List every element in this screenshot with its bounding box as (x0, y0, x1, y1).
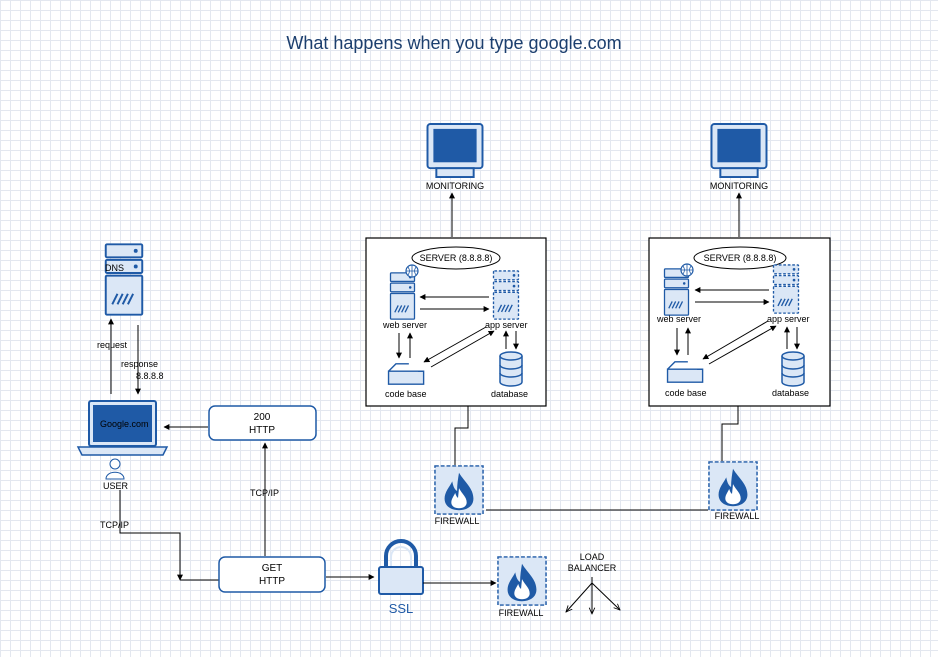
server-1: MONITORING SERVER (8.8.8.8) web server a… (365, 123, 547, 407)
server-1-name-ellipse (411, 246, 501, 270)
load-balancer-icon (566, 577, 620, 614)
get-method-label: GET (262, 563, 283, 574)
server2-firewall-label: FIREWALL (715, 511, 760, 521)
laptop: Google.com (76, 400, 169, 456)
ssl-label: SSL (389, 601, 414, 616)
request-label: request (97, 340, 128, 350)
dns-ip-label: 8.8.8.8 (136, 371, 164, 381)
dns-label: DNS (105, 263, 124, 273)
database-2-label: database (772, 388, 809, 398)
user-to-get-connector (119, 490, 183, 581)
response-code-label: 200 (254, 412, 271, 423)
dns-server-icon (104, 243, 144, 316)
app-server-1-icon (492, 270, 520, 320)
laptop-keyboard (76, 446, 169, 456)
load-balancer-label-1: LOAD (580, 552, 605, 562)
app-server-2-icon (772, 264, 800, 314)
codebase-to-app-1-arrow (430, 330, 495, 368)
server1-firewall-icon (434, 465, 484, 515)
server-1-name: SERVER (8.8.8.8) (420, 253, 493, 263)
code-base-2-label: code base (665, 388, 707, 398)
server2-firewall-icon (708, 461, 758, 511)
page-title: What happens when you type google.com (286, 33, 622, 53)
web-server-1-label: web server (382, 320, 427, 330)
laptop-screen (93, 405, 152, 442)
app-to-codebase-1-arrow (423, 326, 487, 363)
monitoring-2-label: MONITORING (710, 181, 768, 191)
firewall2-to-server2-line (721, 406, 739, 461)
laptop-screen-text: Google.com (100, 419, 149, 429)
dns-server: DNS (104, 243, 144, 316)
database-1-icon (499, 351, 523, 387)
monitoring-1-icon (426, 123, 484, 178)
entry-firewall-icon (497, 556, 547, 606)
database-2-icon (781, 351, 805, 387)
code-base-1-label: code base (385, 389, 427, 399)
app-server-2-label: app server (767, 314, 810, 324)
codebase-to-app-2-arrow (708, 325, 777, 365)
server-2-name-ellipse (693, 246, 787, 270)
user-label: USER (103, 481, 129, 491)
firewall1-to-server1-line (454, 406, 469, 465)
server1-firewall-label: FIREWALL (435, 516, 480, 526)
tcp-ip-get-label: TCP/IP (250, 488, 279, 498)
tcp-ip-user-label: TCP/IP (100, 520, 129, 530)
app-to-codebase-2-arrow (702, 320, 769, 360)
response-http-box: 200 HTTP (208, 405, 317, 441)
load-balancer-label-2: BALANCER (568, 563, 617, 573)
monitoring-1-label: MONITORING (426, 181, 484, 191)
server-2-name: SERVER (8.8.8.8) (704, 253, 777, 263)
get-proto-label: HTTP (259, 576, 285, 587)
server-2: MONITORING SERVER (8.8.8.8) web server a… (648, 123, 831, 407)
web-server-1-icon (389, 272, 416, 320)
database-1-label: database (491, 389, 528, 399)
user-icon (105, 458, 125, 480)
entry-firewall-label: FIREWALL (499, 608, 544, 618)
response-label: response (121, 359, 158, 369)
globe-icon (405, 264, 419, 278)
globe-icon (680, 263, 694, 277)
response-proto-label: HTTP (249, 425, 275, 436)
app-server-1-label: app server (485, 320, 528, 330)
ssl-lock-icon (378, 539, 424, 595)
get-http-box: GET HTTP (218, 556, 326, 593)
monitoring-2-icon (710, 123, 768, 178)
web-server-2-label: web server (656, 314, 701, 324)
